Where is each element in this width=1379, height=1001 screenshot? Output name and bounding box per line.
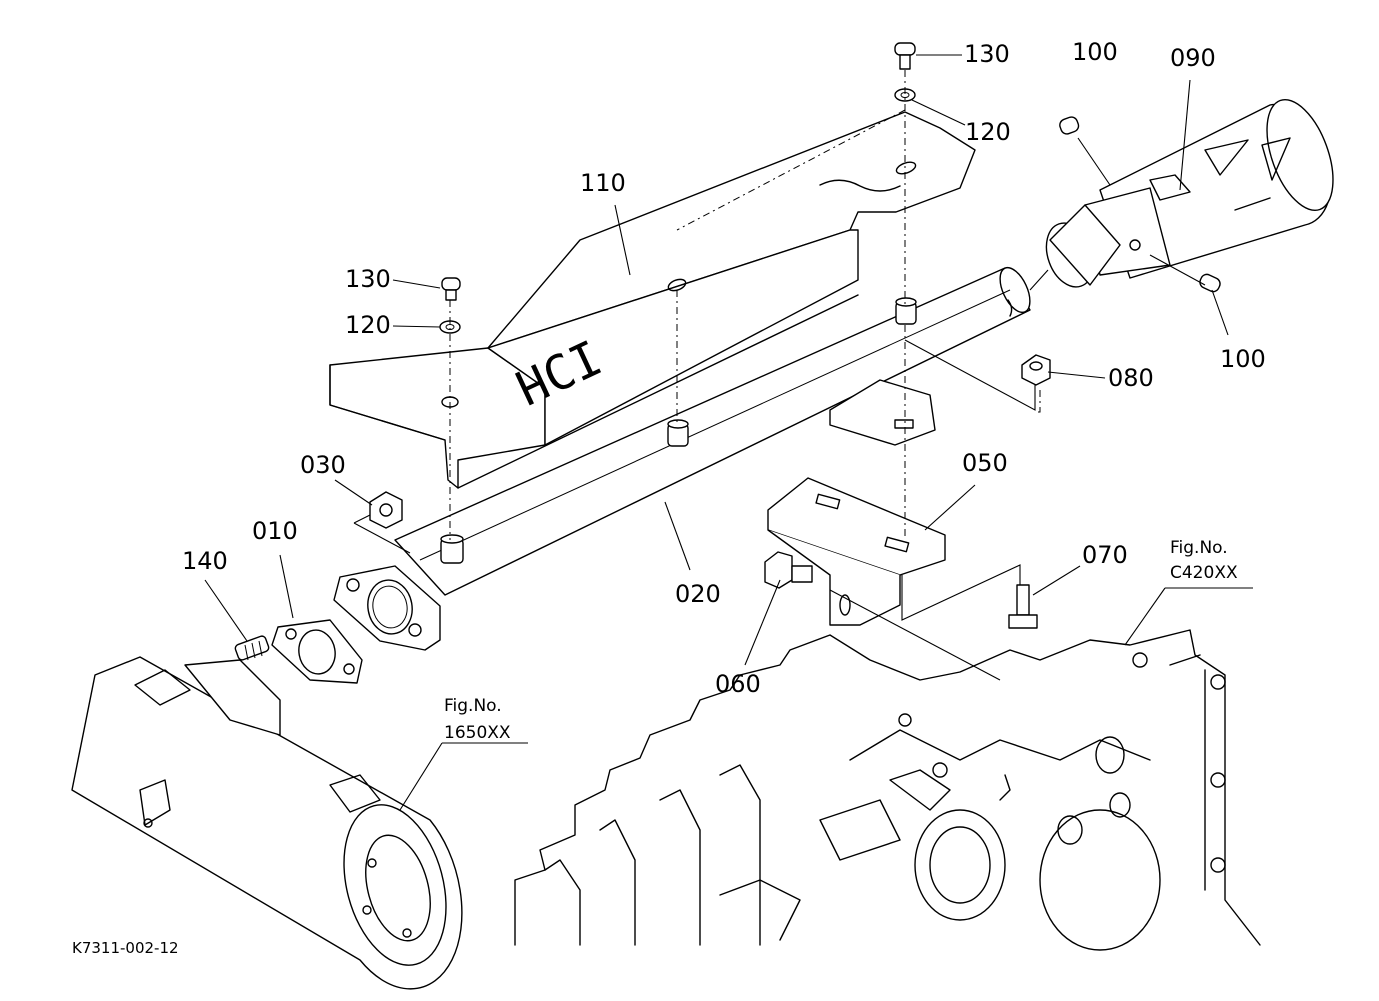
engine-block [514,629,1261,951]
label-090: 090 [1170,44,1216,72]
label-130-top: 130 [964,40,1010,68]
fig-ref-1650-code: 1650XX [444,723,511,743]
label-030: 030 [300,451,346,479]
bolt-070 [1008,584,1038,629]
label-080: 080 [1108,364,1154,392]
pipe-spacers [440,297,917,564]
label-120-left: 120 [345,311,391,339]
label-070: 070 [1082,541,1128,569]
label-100-bottom: 100 [1220,345,1266,373]
label-130-left: 130 [345,265,391,293]
assembly-lines [353,70,1049,681]
nut-030 [369,491,403,529]
muffler [71,656,463,990]
bracket-050 [767,477,946,626]
label-050: 050 [962,449,1008,477]
figure-refs: Fig.No. C420XX Fig.No. 1650XX [444,538,1238,743]
label-100-top: 100 [1072,38,1118,66]
label-060: 060 [715,670,761,698]
gasket-010 [271,619,363,684]
screw-130-top [894,42,916,70]
fig-ref-c420-title: Fig.No. [1170,538,1228,558]
screw-100-bottom [1199,273,1221,293]
silencer-090 [1045,98,1334,288]
nut-080 [1021,354,1051,386]
document-code: K7311-002-12 [72,939,179,957]
fig-ref-c420-code: C420XX [1170,563,1238,583]
label-120-top: 120 [965,118,1011,146]
label-010: 010 [252,517,298,545]
screw-130-left [441,277,461,301]
label-020: 020 [675,580,721,608]
leader-lines [204,54,1253,811]
exhaust-pipe-020 [394,266,1031,596]
heat-shield-110: HCI [329,111,976,489]
upper-bracket [829,379,936,446]
fig-ref-1650-title: Fig.No. [444,696,502,716]
screw-100-top [1059,116,1080,135]
label-110: 110 [580,169,626,197]
part-labels: 130 120 100 090 110 130 120 100 080 030 … [182,38,1266,698]
label-140: 140 [182,547,228,575]
stud-140 [234,635,270,661]
pipe-flange [333,565,441,651]
bolt-060 [764,551,813,589]
